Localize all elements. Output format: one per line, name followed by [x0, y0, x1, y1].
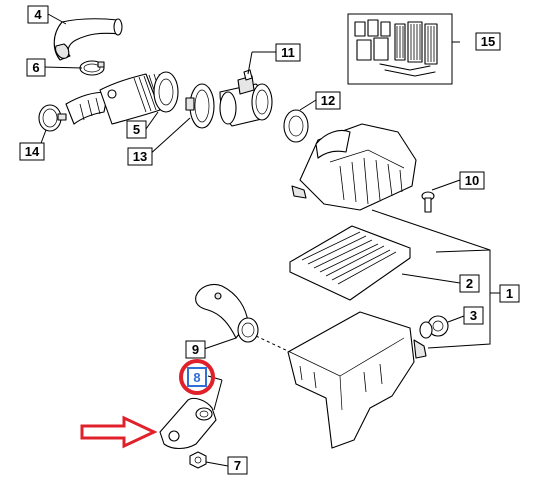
svg-text:11: 11 [281, 45, 295, 60]
svg-text:7: 7 [234, 458, 241, 473]
callout-9: 9 [185, 340, 206, 359]
callout-1: 1 [499, 284, 520, 303]
callout-10: 10 [459, 171, 485, 190]
intake-pipe-part-9 [195, 283, 259, 343]
svg-text:5: 5 [133, 122, 140, 137]
airbox-cover [291, 123, 417, 211]
red-arrow-icon [80, 415, 158, 449]
callout-4: 4 [27, 5, 49, 24]
callout-3: 3 [463, 306, 484, 325]
svg-text:12: 12 [321, 93, 335, 108]
callout-15: 15 [475, 32, 501, 51]
filter-kit-inset [347, 13, 453, 85]
callout-14: 14 [19, 142, 45, 161]
screw-part-10 [421, 191, 435, 213]
svg-text:3: 3 [470, 308, 477, 323]
svg-text:9: 9 [192, 342, 199, 357]
callout-2: 2 [459, 274, 480, 293]
callout-13: 13 [127, 147, 153, 166]
air-flow-meter-part-11 [219, 69, 273, 127]
hose-clamp-part-14 [38, 104, 67, 132]
svg-text:10: 10 [465, 173, 479, 188]
hose-clamp-part-6 [79, 60, 105, 76]
callout-8-highlighted: 8 [179, 359, 215, 395]
airbox-lower-housing [287, 311, 427, 449]
svg-text:15: 15 [481, 34, 495, 49]
svg-text:6: 6 [32, 60, 39, 75]
filter-element-part-2 [289, 225, 411, 301]
callout-5: 5 [126, 120, 147, 139]
callout-12: 12 [315, 91, 341, 110]
callout-7: 7 [227, 456, 248, 475]
bracket-part-8 [159, 397, 217, 450]
grommet-part-3 [419, 315, 449, 339]
hose-clamp-part-12 [283, 109, 309, 143]
intake-duct-part-5 [65, 71, 179, 125]
svg-text:1: 1 [506, 286, 513, 301]
svg-text:2: 2 [466, 276, 473, 291]
highlight-circle [179, 359, 215, 395]
svg-text:4: 4 [34, 7, 42, 22]
svg-text:13: 13 [133, 149, 147, 164]
callout-11: 11 [275, 43, 301, 62]
nut-part-7 [189, 451, 207, 469]
hose-clamp-part-13 [185, 83, 215, 129]
svg-text:8: 8 [193, 370, 200, 385]
upper-hose-part-4 [53, 18, 123, 61]
callout-6: 6 [26, 58, 46, 77]
svg-text:14: 14 [25, 144, 40, 159]
